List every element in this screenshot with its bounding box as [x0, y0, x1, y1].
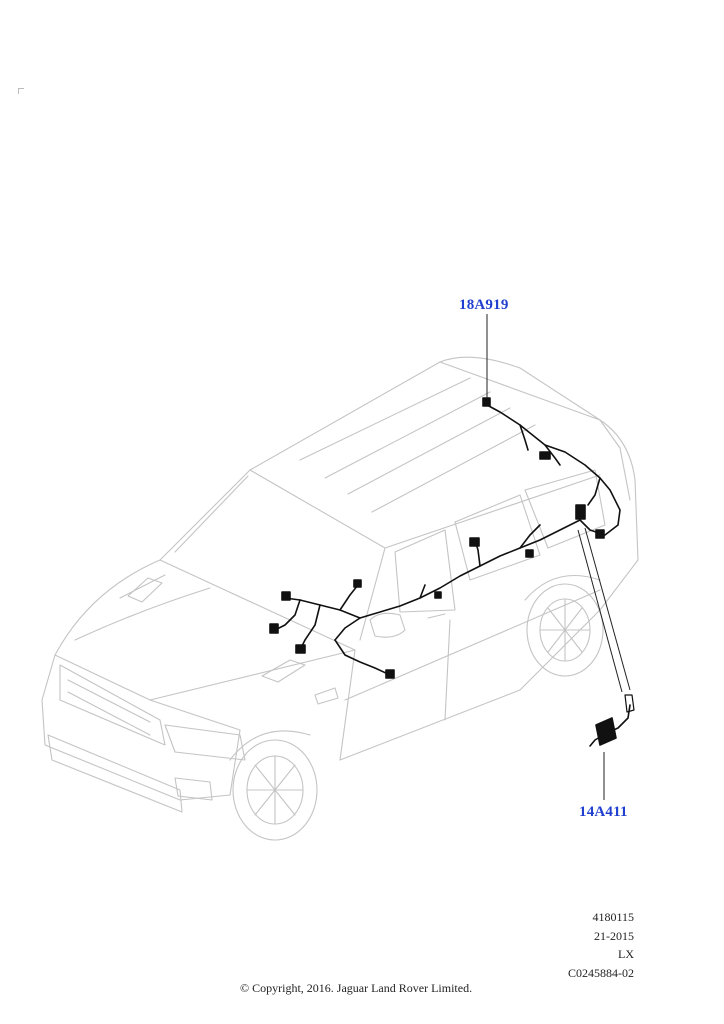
- reference-line: LX: [618, 947, 634, 961]
- reference-line: C0245884-02: [568, 965, 634, 980]
- part-callout-14a411[interactable]: 14A411: [579, 804, 628, 820]
- wiring-harness: [269, 397, 635, 747]
- vehicle-outline: [41, 356, 639, 841]
- reference-line: 21-2015: [594, 928, 634, 943]
- copyright-notice: © Copyright, 2016. Jaguar Land Rover Lim…: [240, 981, 473, 995]
- part-callout-18a919[interactable]: 18A919: [459, 297, 509, 313]
- leader-lines: [486, 314, 631, 800]
- crop-mark: [18, 88, 24, 94]
- drawing-reference-block: 4180115 21-2015 LX C0245884-02: [568, 908, 634, 982]
- reference-line: 4180115: [592, 910, 634, 924]
